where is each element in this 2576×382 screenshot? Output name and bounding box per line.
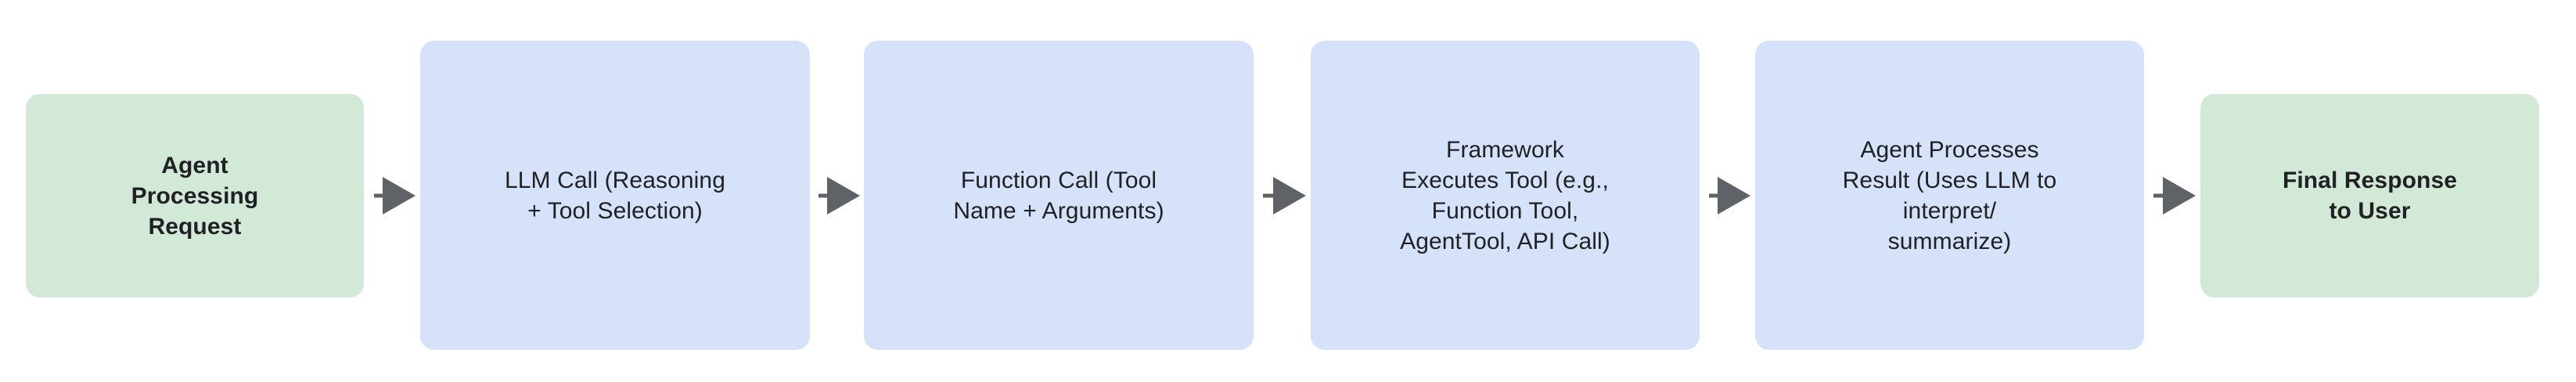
flow-node-function-call[interactable]: Function Call (Tool Name + Arguments) bbox=[864, 41, 1254, 350]
flow-node-label: Function Call (Tool Name + Arguments) bbox=[953, 167, 1164, 224]
arrow-head-icon bbox=[1718, 177, 1750, 214]
flow-node-label: LLM Call (Reasoning + Tool Selection) bbox=[504, 167, 726, 224]
flow-node-agent-processing-request[interactable]: Agent Processing Request bbox=[26, 94, 364, 297]
flow-arrow-edge-5 bbox=[2153, 177, 2196, 214]
flow-node-agent-processes-result[interactable]: Agent Processes Result (Uses LLM to inte… bbox=[1755, 41, 2144, 350]
flow-arrow-edge-3 bbox=[1263, 177, 1306, 214]
flow-arrow-edge-1 bbox=[374, 177, 416, 214]
flow-arrow-edge-4 bbox=[1709, 177, 1750, 214]
arrow-head-icon bbox=[827, 177, 860, 214]
arrow-head-icon bbox=[383, 177, 416, 214]
flow-node-label: Final Response to User bbox=[2282, 168, 2458, 224]
flow-node-label: Agent Processing Request bbox=[131, 152, 259, 240]
arrow-head-icon bbox=[1273, 177, 1306, 214]
flow-node-llm-call[interactable]: LLM Call (Reasoning + Tool Selection) bbox=[420, 41, 810, 350]
flow-arrow-edge-2 bbox=[818, 177, 860, 214]
flow-node-label: Framework Executes Tool (e.g., Function … bbox=[1400, 136, 1610, 254]
arrow-head-icon bbox=[2163, 177, 2196, 214]
flow-node-final-response-to-user[interactable]: Final Response to User bbox=[2200, 94, 2539, 297]
flow-node-label: Agent Processes Result (Uses LLM to inte… bbox=[1842, 136, 2057, 254]
flow-node-framework-executes-tool[interactable]: Framework Executes Tool (e.g., Function … bbox=[1311, 41, 1700, 350]
